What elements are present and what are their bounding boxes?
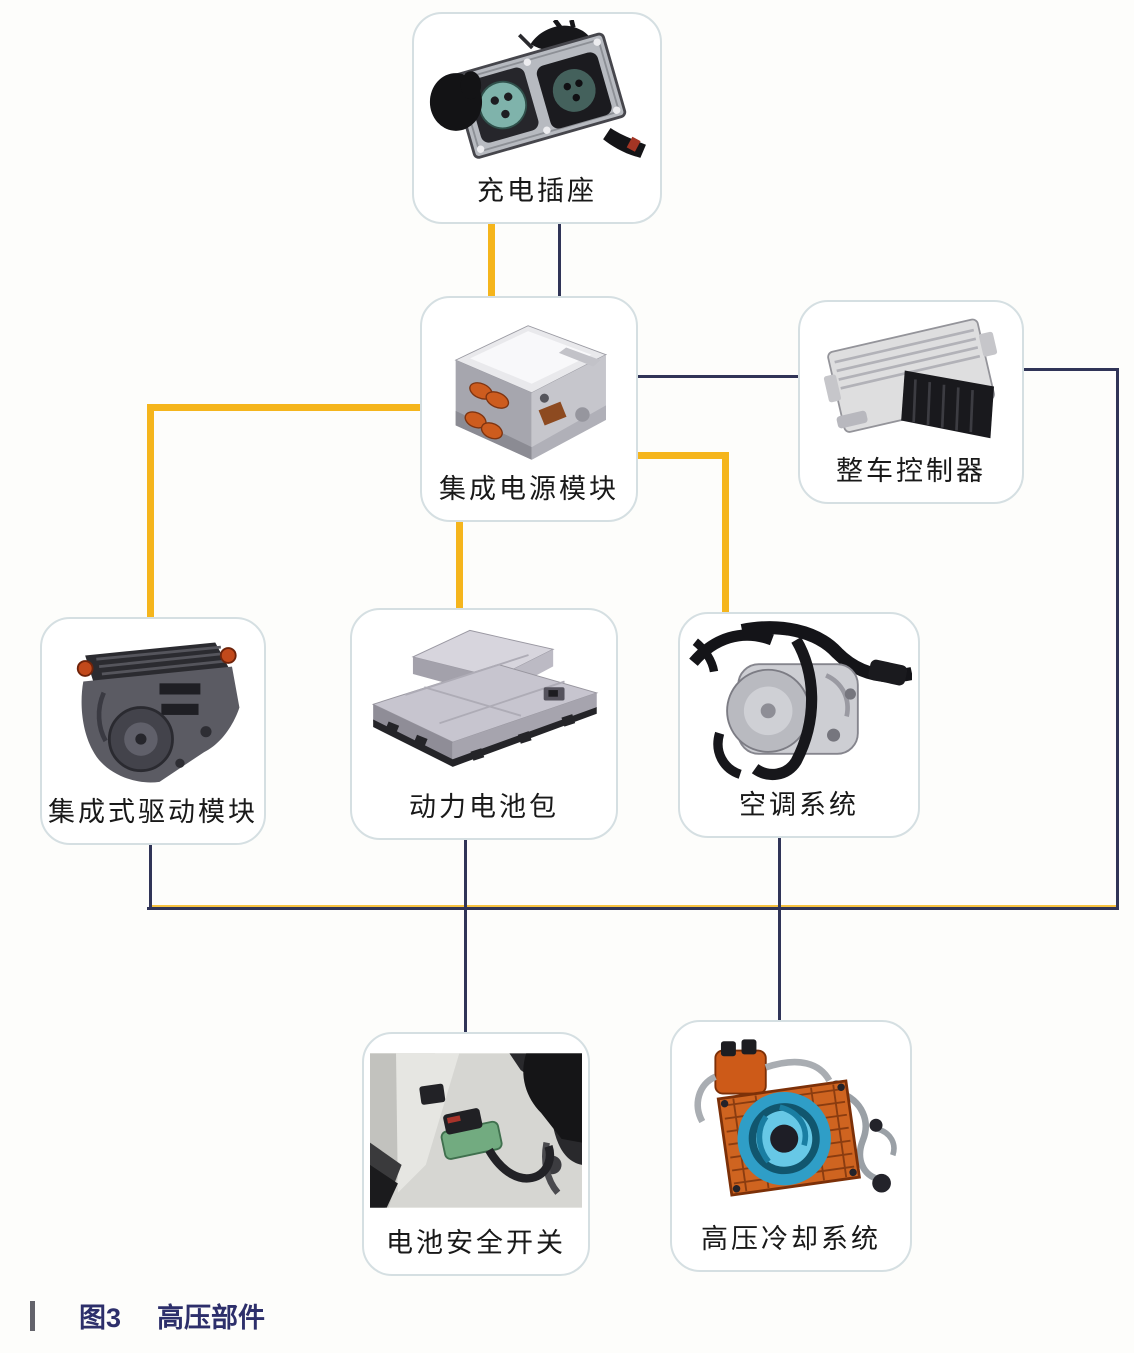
hv-cable-power-to-battery xyxy=(456,522,463,608)
wire-socket-to-power xyxy=(558,224,561,296)
battery-safety-switch-photo xyxy=(364,1034,588,1221)
hv-cable-power-to-drive-vertical xyxy=(147,404,154,617)
node-power-battery-pack: 动力电池包 xyxy=(350,608,618,840)
ac-system-label: 空调系统 xyxy=(739,790,859,821)
vehicle-controller-label: 整车控制器 xyxy=(836,456,986,487)
wire-ac-to-cooling xyxy=(778,838,781,1020)
hv-cooling-system-photo xyxy=(672,1022,910,1217)
integrated-drive-module-label: 集成式驱动模块 xyxy=(48,797,258,828)
power-battery-pack-label: 动力电池包 xyxy=(409,792,559,823)
node-integrated-power-module: 集成电源模块 xyxy=(420,296,638,522)
ac-system-illustration xyxy=(689,621,912,781)
wire-right-edge-vertical xyxy=(1116,368,1119,909)
wire-drive-to-bus xyxy=(149,845,152,907)
hv-cable-power-to-ac-horizontal xyxy=(638,452,729,459)
hv-cable-socket-to-power xyxy=(488,224,495,296)
charging-socket-label: 充电插座 xyxy=(477,176,597,207)
power-battery-pack-photo xyxy=(352,610,616,785)
node-vehicle-controller: 整车控制器 xyxy=(798,300,1024,504)
vehicle-controller-illustration xyxy=(823,318,998,439)
node-hv-cooling-system: 高压冷却系统 xyxy=(670,1020,912,1272)
ac-system-photo xyxy=(680,614,918,783)
vehicle-controller-photo xyxy=(800,302,1022,449)
integrated-power-module-photo xyxy=(422,298,636,467)
battery-safety-switch-illustration xyxy=(370,1053,582,1208)
node-charging-socket: 充电插座 xyxy=(412,12,662,224)
bus-line-yellow-accent xyxy=(150,905,1116,907)
node-ac-system: 空调系统 xyxy=(678,612,920,838)
hv-cable-power-to-drive-horizontal xyxy=(147,404,420,411)
page-binding-mark xyxy=(30,1300,35,1331)
integrated-drive-module-photo xyxy=(42,619,264,790)
figure-caption: 图3 高压部件 xyxy=(30,1296,265,1335)
hv-cooling-system-illustration xyxy=(694,1039,897,1197)
node-integrated-drive-module: 集成式驱动模块 xyxy=(40,617,266,845)
wire-battery-to-switch xyxy=(464,840,467,1032)
wire-power-to-controller xyxy=(638,375,798,378)
bus-line-horizontal xyxy=(147,907,1119,910)
battery-safety-switch-label: 电池安全开关 xyxy=(386,1228,566,1259)
charging-socket-photo xyxy=(414,14,660,169)
figure-number: 图3 xyxy=(79,1303,122,1333)
wire-controller-to-right-horizontal xyxy=(1024,368,1119,371)
integrated-power-module-label: 集成电源模块 xyxy=(439,474,619,505)
charging-socket-illustration xyxy=(429,20,646,159)
hv-cooling-system-label: 高压冷却系统 xyxy=(701,1224,881,1255)
power-battery-pack-illustration xyxy=(371,629,599,767)
figure-title: 高压部件 xyxy=(157,1303,266,1333)
integrated-power-module-illustration xyxy=(454,325,608,460)
hv-cable-power-to-ac-vertical xyxy=(722,452,729,612)
integrated-drive-module-illustration xyxy=(76,642,240,783)
node-battery-safety-switch: 电池安全开关 xyxy=(362,1032,590,1276)
